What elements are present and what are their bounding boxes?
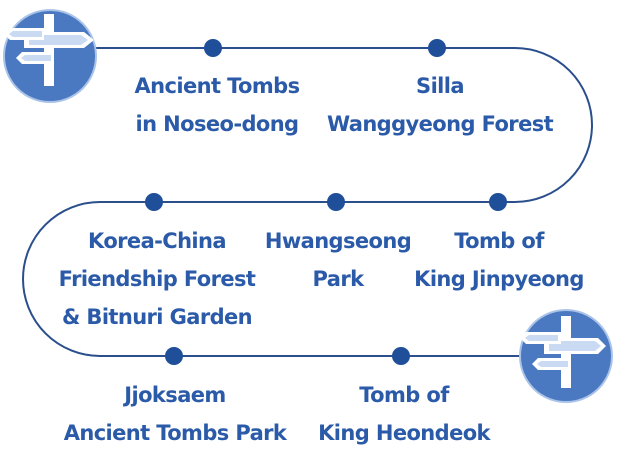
stop-label-heondeok: Tomb of King Heondeok <box>289 376 519 452</box>
stop-dot-heondeok <box>392 347 410 365</box>
stop-dot-korea-china <box>145 193 163 211</box>
stop-label-line: King Heondeok <box>318 421 490 445</box>
stop-label-line: Korea-China <box>88 229 227 253</box>
stop-label-jinpyeong: Tomb of King Jinpyeong <box>384 222 614 298</box>
stop-label-noseo: Ancient Tombs in Noseo-dong <box>102 67 332 143</box>
stop-dot-noseo <box>204 39 222 57</box>
stop-label-line: Ancient Tombs <box>134 74 301 98</box>
stop-dot-silla <box>428 39 446 57</box>
stop-label-line: Silla <box>416 74 464 98</box>
stop-label-jjoksaem: Jjoksaem Ancient Tombs Park <box>60 376 290 452</box>
stop-label-hwangseong: Hwangseong Park <box>223 222 453 298</box>
stop-label-line: Park <box>312 267 365 291</box>
stop-label-korea-china: Korea-China Friendship Forest & Bitnuri … <box>42 222 272 336</box>
stop-label-line: & Bitnuri Garden <box>61 305 253 329</box>
stop-dot-hwangseong <box>327 193 345 211</box>
end-badge <box>519 309 613 403</box>
stop-label-line: in Noseo-dong <box>135 112 300 136</box>
stop-label-line: King Jinpyeong <box>414 267 584 291</box>
stop-label-line: Hwangseong <box>264 229 412 253</box>
stop-label-line: Ancient Tombs Park <box>63 421 287 445</box>
stop-label-line: Tomb of <box>454 229 544 253</box>
signpost-icon <box>4 14 94 86</box>
stop-label-line: Tomb of <box>359 383 449 407</box>
stop-dot-jinpyeong <box>489 193 507 211</box>
route-path <box>22 47 593 357</box>
stop-label-line: Jjoksaem <box>124 383 226 407</box>
stop-dot-jjoksaem <box>165 347 183 365</box>
stop-label-line: Friendship Forest <box>58 267 256 291</box>
stop-label-silla: Silla Wanggyeong Forest <box>325 67 555 143</box>
stop-label-line: Wanggyeong Forest <box>326 112 554 136</box>
start-badge <box>3 9 97 103</box>
signpost-icon <box>520 316 606 388</box>
